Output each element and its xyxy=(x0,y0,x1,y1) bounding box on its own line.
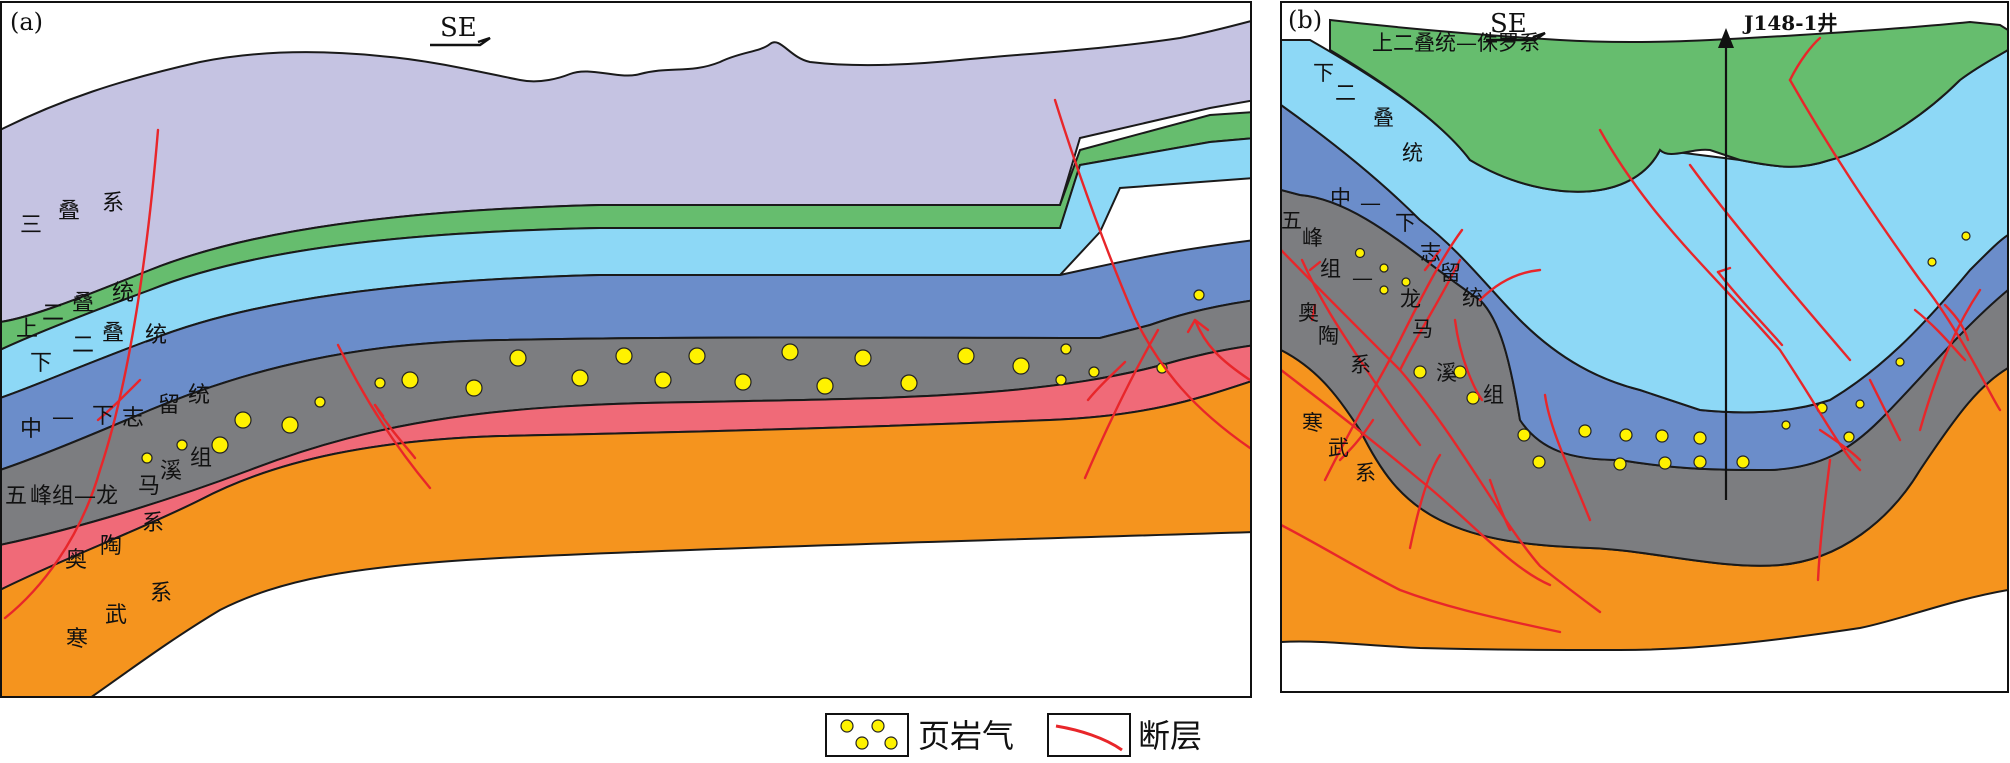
direction-label-b: SE xyxy=(1490,9,1527,39)
label-b-han-1: 寒 xyxy=(1302,411,1323,435)
label-zhong-3: 下 xyxy=(92,404,114,429)
label-b-xia-1: 下 xyxy=(1313,61,1334,85)
label-b-wufeng-5: 龙 xyxy=(1400,287,1421,311)
layer-cambrian-a xyxy=(1,380,1251,697)
legend-fault-label: 断层 xyxy=(1138,717,1202,755)
label-wufeng-1: 五 xyxy=(5,484,27,509)
label-ao-1: 系 xyxy=(142,511,164,536)
label-b-xia-4: 统 xyxy=(1402,141,1423,165)
layer-upper-permian-jurassic-b xyxy=(1329,18,2008,193)
label-shang-full: 上二叠统—侏罗系 xyxy=(1372,31,1540,55)
fault-symbol-icon xyxy=(1055,724,1123,752)
label-shang-4: 统 xyxy=(112,281,134,306)
label-sandie-2: 叠 xyxy=(58,199,80,224)
well-arrow-icon xyxy=(1718,28,1734,48)
label-han-3: 寒 xyxy=(66,627,88,652)
label-sandie-3: 系 xyxy=(102,191,124,216)
direction-label-a: SE xyxy=(440,13,477,43)
label-wufeng-5: 组 xyxy=(190,446,212,471)
label-zhong-5: 留 xyxy=(158,393,180,418)
label-xia-4: 统 xyxy=(145,323,167,348)
label-b-zhong-5: 留 xyxy=(1440,261,1461,285)
se-arrow-a: SE xyxy=(430,13,491,47)
label-wufeng-2: 峰组—龙 xyxy=(30,484,118,509)
panel-a-tag: (a) xyxy=(10,8,43,36)
label-b-zhong-4: 志 xyxy=(1420,241,1441,265)
label-b-han-2: 武 xyxy=(1328,436,1349,460)
label-zhong-2: — xyxy=(52,405,74,430)
label-b-zhong-6: 统 xyxy=(1462,286,1483,310)
label-xia-3: 叠 xyxy=(102,321,124,346)
faults-b xyxy=(1281,36,2002,634)
label-xia-2: 二 xyxy=(72,333,94,358)
label-zhong-6: 统 xyxy=(188,383,210,408)
label-b-ao-3: 系 xyxy=(1350,353,1371,377)
label-b-wufeng-4: — xyxy=(1352,266,1373,290)
well-label: J148-1井 xyxy=(1742,11,1837,35)
label-xia-1: 下 xyxy=(30,351,52,376)
label-b-wufeng-8: 组 xyxy=(1483,383,1504,407)
label-zhong-4: 志 xyxy=(122,406,144,431)
shale-gas-symbol-icon xyxy=(840,719,898,750)
panel-b: J148-1井 (b) SE 上二叠统—侏罗系 下 二 叠 统 中 — 下 志 … xyxy=(1281,2,2008,692)
label-b-wufeng-2: 峰 xyxy=(1302,226,1323,250)
faults-a xyxy=(3,98,1251,620)
legend-shale-gas-label: 页岩气 xyxy=(918,717,1014,755)
se-arrow-icon xyxy=(430,36,491,47)
label-wufeng-3: 马 xyxy=(138,474,160,499)
label-b-wufeng-1: 五 xyxy=(1281,209,1302,233)
label-b-zhong-1: 中 xyxy=(1330,186,1351,210)
label-b-zhong-3: 下 xyxy=(1395,211,1416,235)
panel-a: (a) SE 三 叠 系 上 二 叠 统 下 二 叠 统 中 — 下 志 留 统… xyxy=(1,2,1251,697)
label-shang-1: 上 xyxy=(16,317,38,342)
legend-shale-gas: 页岩气 xyxy=(825,713,1014,757)
label-ao-3: 陶 xyxy=(100,534,122,559)
panel-a-frame xyxy=(0,1,1252,698)
label-b-wufeng-7: 溪 xyxy=(1436,361,1457,385)
label-han-2: 武 xyxy=(105,603,127,628)
panel-b-tag: (b) xyxy=(1288,6,1322,34)
label-zhong-1: 中 xyxy=(20,417,42,442)
label-shang-2: 二 xyxy=(42,301,64,326)
label-shang-3: 叠 xyxy=(72,291,94,316)
label-wufeng-4: 溪 xyxy=(160,459,182,484)
se-arrow-b: SE xyxy=(1486,9,1546,42)
label-sandie-1: 三 xyxy=(20,213,42,238)
label-b-xia-3: 叠 xyxy=(1373,106,1394,130)
label-b-xia-2: 二 xyxy=(1335,81,1356,105)
label-b-han-3: 系 xyxy=(1355,461,1376,485)
legend-fault: 断层 xyxy=(1047,713,1202,757)
label-b-ao-2: 陶 xyxy=(1318,324,1339,348)
label-b-zhong-2: — xyxy=(1360,191,1381,215)
label-han-1: 系 xyxy=(150,581,172,606)
label-b-ao-1: 奥 xyxy=(1298,301,1319,325)
legend: 页岩气 断层 xyxy=(825,713,1202,757)
panel-b-frame xyxy=(1280,1,2009,693)
well-j148-1: J148-1井 xyxy=(1718,11,1837,500)
label-b-wufeng-6: 马 xyxy=(1412,317,1433,341)
shale-gas-dots-a xyxy=(141,289,1205,464)
label-b-wufeng-3: 组 xyxy=(1320,257,1341,281)
label-ao-2: 奥 xyxy=(65,548,87,573)
